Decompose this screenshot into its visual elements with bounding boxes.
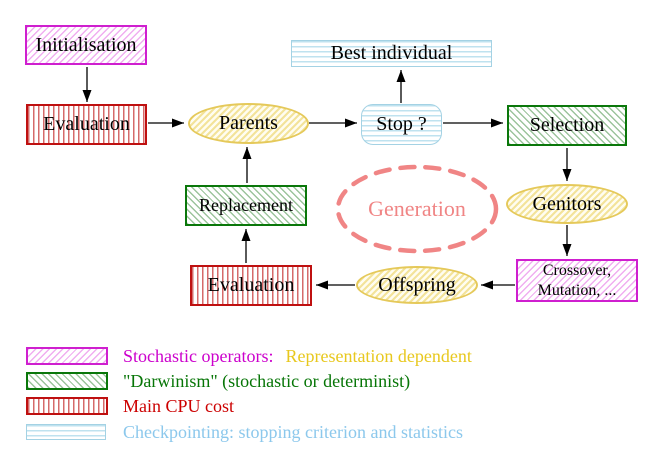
legend-text-checkpointing: Checkpointing: stopping criterion and st… bbox=[123, 421, 463, 442]
legend-label-cpu-cost: Main CPU cost bbox=[123, 396, 234, 417]
node-selection: Selection bbox=[507, 105, 627, 146]
legend-swatch-cyan-stripes bbox=[26, 424, 106, 440]
node-best-individual: Best individual bbox=[291, 40, 492, 67]
legend-text-stochastic-operators: Stochastic operators: bbox=[123, 345, 274, 366]
node-offspring: Offspring bbox=[356, 266, 478, 304]
legend-row-cpu-cost: Main CPU cost bbox=[26, 396, 234, 416]
legend-label-checkpointing: Checkpointing: stopping criterion and st… bbox=[123, 422, 463, 443]
generation-label: Generation bbox=[368, 196, 466, 221]
crossover-line-2: Mutation, ... bbox=[537, 281, 617, 299]
node-initialisation: Initialisation bbox=[25, 25, 147, 65]
legend-row-checkpointing: Checkpointing: stopping criterion and st… bbox=[26, 422, 463, 442]
legend-row-stochastic: Stochastic operators: Representation depe… bbox=[26, 346, 472, 366]
node-replacement: Replacement bbox=[185, 185, 307, 226]
node-stop: Stop ? bbox=[361, 104, 442, 145]
legend-label-stochastic: Stochastic operators: Representation depe… bbox=[123, 346, 472, 367]
legend-label-darwinism: "Darwinism" (stochastic or determinist) bbox=[123, 371, 410, 392]
node-crossover-mutation: Crossover, Mutation, ... bbox=[516, 259, 638, 302]
legend-row-darwinism: "Darwinism" (stochastic or determinist) bbox=[26, 371, 410, 391]
legend-swatch-green-hatch bbox=[26, 372, 108, 390]
node-evaluation-top: Evaluation bbox=[26, 104, 147, 145]
node-parents: Parents bbox=[188, 103, 309, 144]
node-genitors: Genitors bbox=[506, 184, 628, 224]
node-evaluation-bottom: Evaluation bbox=[190, 265, 312, 306]
legend-swatch-magenta-hatch bbox=[26, 347, 108, 365]
legend-text-darwinism: "Darwinism" (stochastic or determinist) bbox=[123, 370, 411, 391]
legend-text-main-cpu-cost: Main CPU cost bbox=[123, 395, 235, 416]
legend-swatch-red-stripes bbox=[26, 397, 108, 415]
crossover-line-1: Crossover, bbox=[542, 261, 612, 279]
legend-text-representation-dependent: Representation dependent bbox=[285, 345, 472, 366]
